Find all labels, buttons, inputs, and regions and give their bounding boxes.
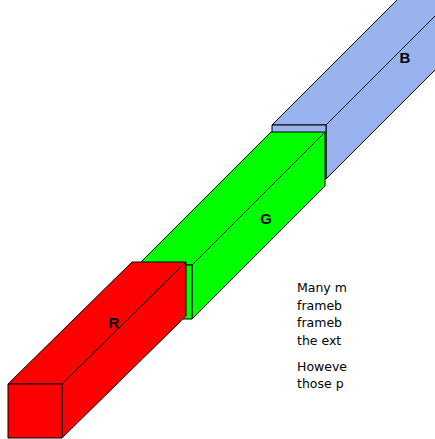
note-text: Howeve <box>297 361 347 374</box>
bar-side-face <box>326 0 435 179</box>
bar-front-face <box>8 384 62 438</box>
red-bar <box>8 262 186 438</box>
color-bar-node: R <box>105 311 124 334</box>
color-bar-node: G <box>256 207 276 230</box>
bar-side-face <box>62 262 186 438</box>
channel-letter: R <box>109 314 120 331</box>
channel-letter: G <box>260 210 272 227</box>
note-text: frameb <box>297 300 342 313</box>
note-text: those p <box>297 378 344 391</box>
note-text: Many m <box>297 282 347 295</box>
color-bar-node: B <box>396 46 415 69</box>
note-text: frameb <box>297 317 342 330</box>
note-text: the ext <box>297 335 341 348</box>
channel-letter: B <box>400 49 411 66</box>
